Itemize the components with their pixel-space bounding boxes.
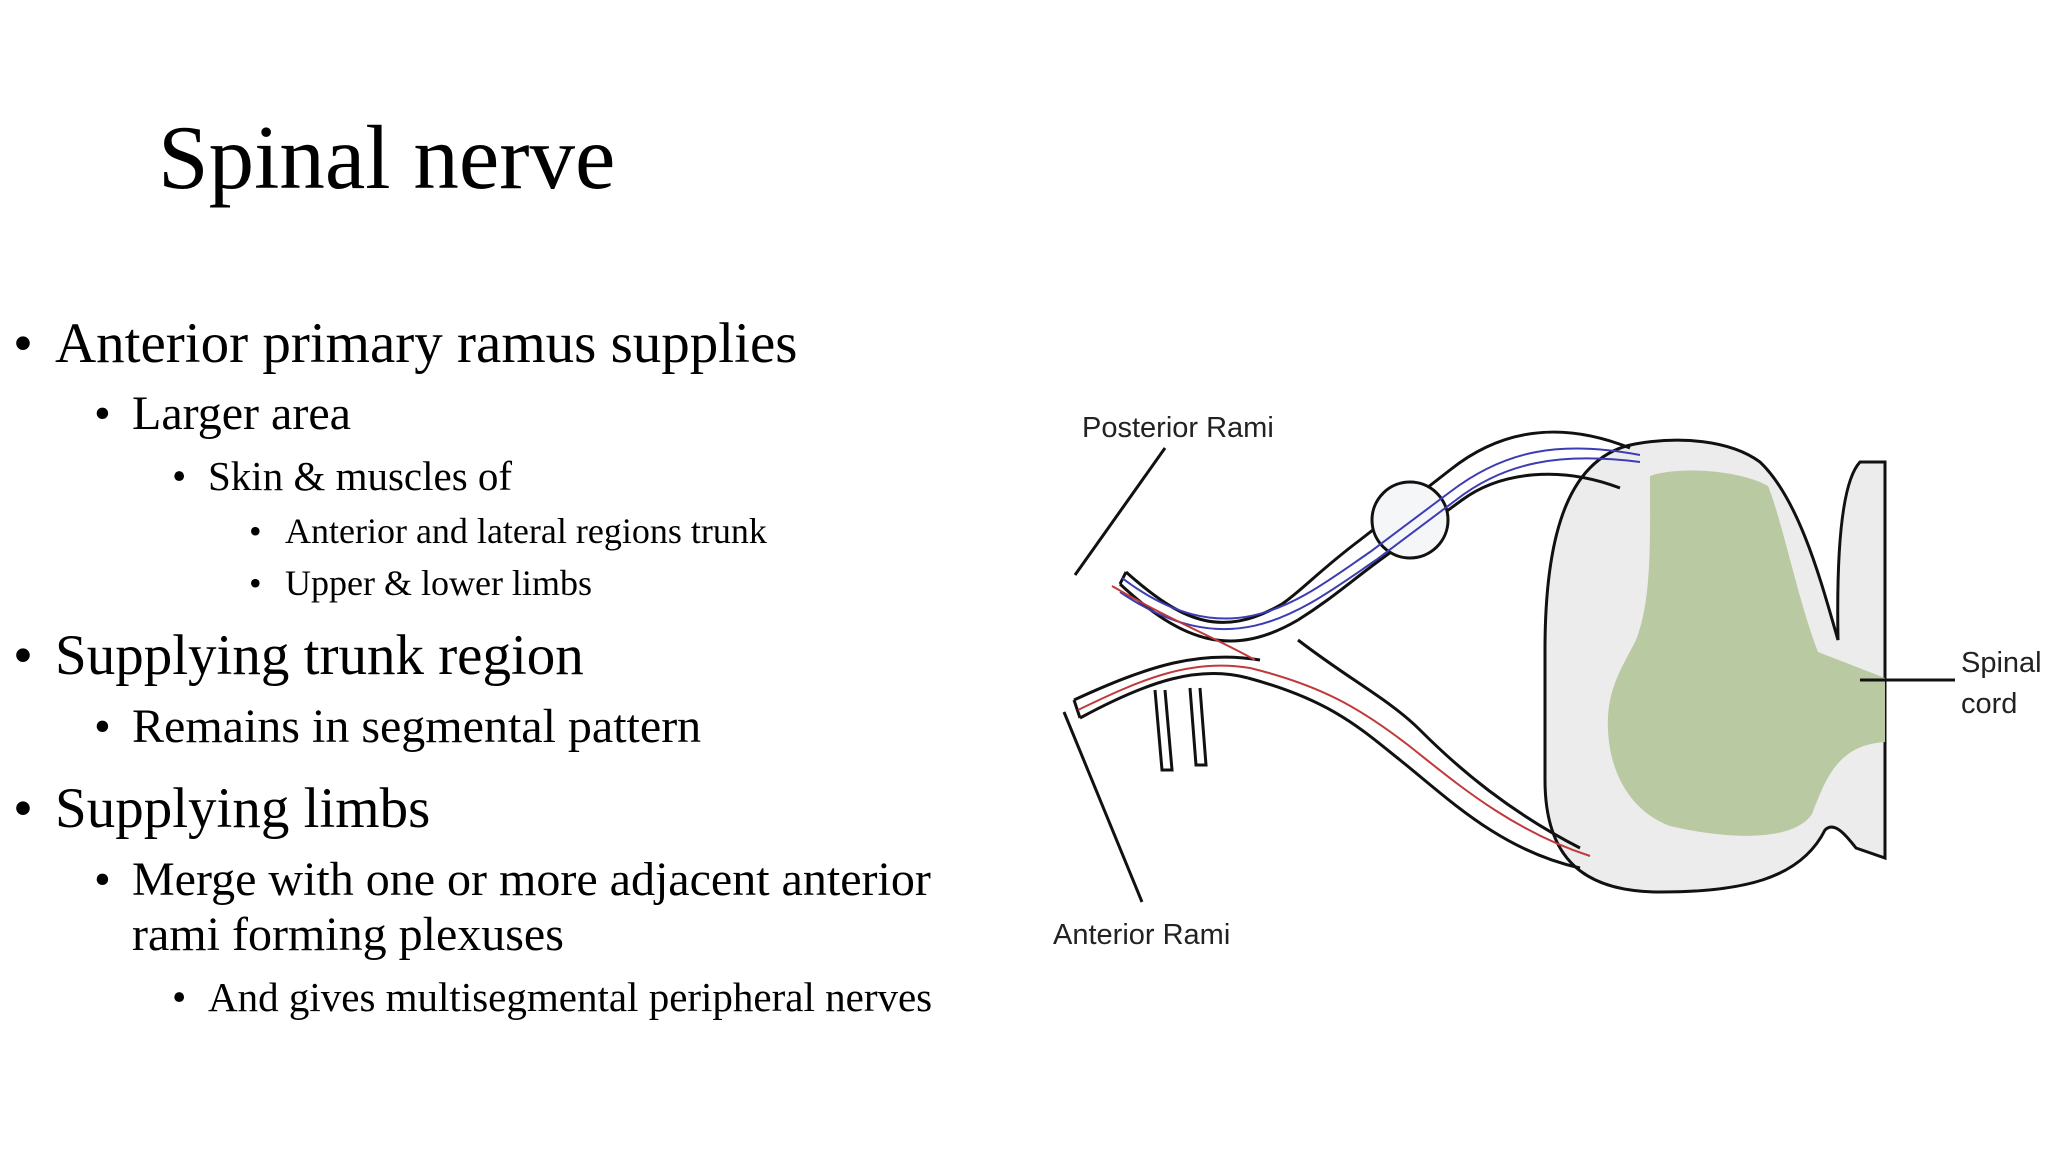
bullet-item: •Larger area (94, 387, 351, 440)
anterior-rami-leader (1062, 711, 1144, 903)
anterior-rami-label: Anterior Rami (1053, 919, 1230, 951)
bullet-dot-icon: • (94, 700, 111, 753)
posterior-rami-label: Posterior Rami (1082, 412, 1274, 444)
posterior-root-inner (1297, 472, 1621, 622)
bullet-dot-icon: • (172, 453, 187, 499)
bullet-item: •Supplying limbs (13, 777, 431, 840)
posterior-root (1281, 430, 1631, 606)
spinal-cord-label-line2: cord (1961, 688, 2017, 720)
bullet-dot-icon: • (13, 624, 33, 687)
bullet-item: •Anterior and lateral regions trunk (249, 511, 767, 551)
spinal-cord-grey-matter (1607, 470, 1885, 836)
motor-fiber-2 (1111, 585, 1256, 661)
bullet-dot-icon: • (13, 312, 33, 375)
bullet-item: •Remains in segmental pattern (94, 700, 702, 753)
anterior-ramus (1072, 655, 1261, 720)
anterior-root (1297, 638, 1581, 850)
bullet-item: •And gives multisegmental peripheral ner… (172, 974, 933, 1020)
bullet-dot-icon: • (172, 974, 187, 1020)
slide-title: Spinal nerve (158, 107, 616, 208)
posterior-rami-leader (1073, 447, 1167, 576)
spinal-nerve-diagram: Posterior Rami Anterior Rami Spinal cord (1053, 412, 2042, 951)
dorsal-root-ganglion (1370, 480, 1450, 560)
bullet-dot-icon: • (13, 777, 33, 840)
sensory-fiber-2 (1119, 457, 1641, 631)
spinal-cord-label-line1: Spinal (1961, 647, 2042, 679)
bullet-dot-icon: • (249, 563, 262, 603)
bullet-item-continuation: rami forming plexuses (132, 908, 564, 961)
bullet-dot-icon: • (94, 853, 111, 906)
bullet-dot-icon: • (94, 387, 111, 440)
bullet-item: •Skin & muscles of (172, 453, 513, 499)
anterior-root-inner (1247, 676, 1581, 870)
bullet-item: •Upper & lower limbs (249, 563, 592, 603)
motor-fiber (1077, 664, 1591, 857)
bullet-dot-icon: • (249, 511, 262, 551)
bullet-item: •Supplying trunk region (13, 624, 584, 687)
bullet-item: •Merge with one or more adjacent anterio… (94, 853, 931, 906)
rami-communicantes (1153, 687, 1208, 772)
bullet-item: •Anterior primary ramus supplies (13, 312, 798, 375)
sensory-fiber (1121, 447, 1641, 620)
posterior-ramus (1118, 570, 1299, 643)
